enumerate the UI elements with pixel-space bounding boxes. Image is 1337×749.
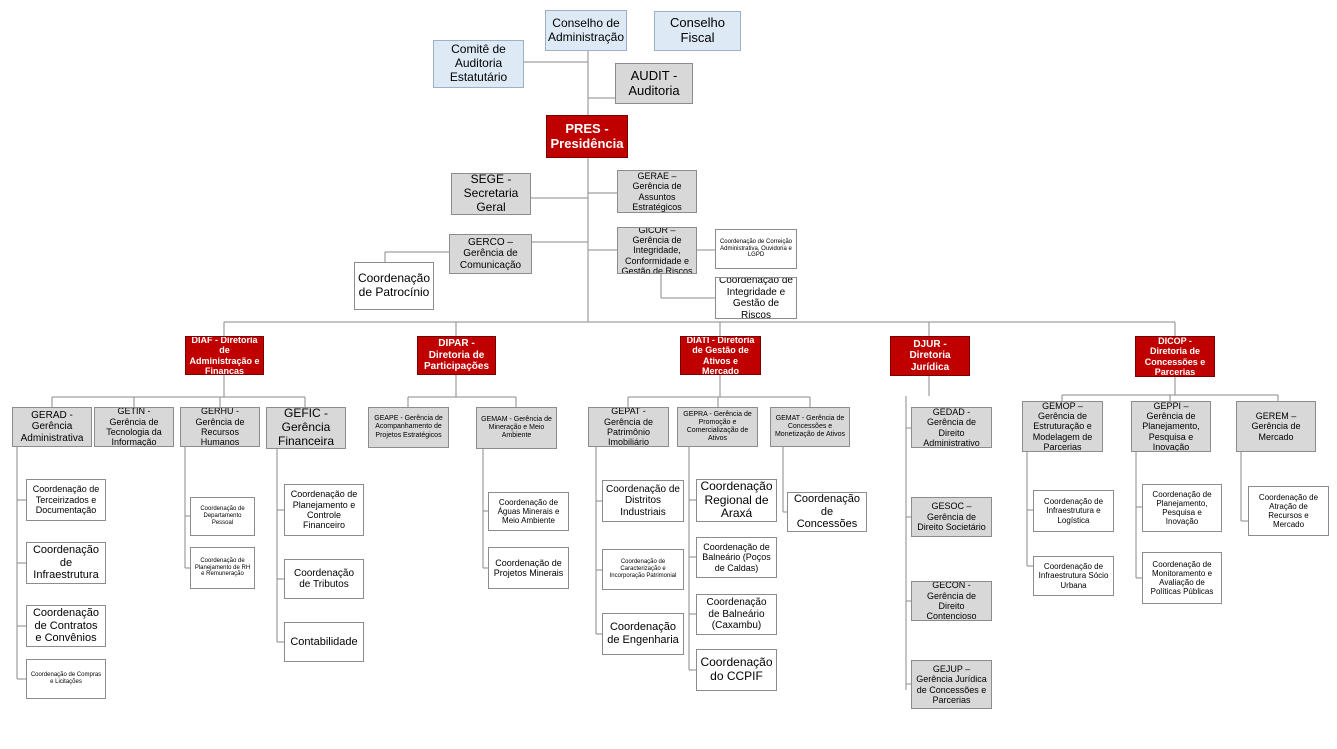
coordenacao-box: Coordenação de Contratos e Convênios [26, 605, 106, 647]
gemop-box: GEMOP – Gerência de Estruturação e Model… [1022, 401, 1103, 452]
coordenacao-box: Coordenação de Infraestrutura [26, 542, 106, 584]
coordenacao-box: Coordenação de Balneário (Poços de Calda… [696, 537, 777, 578]
gicor-box: GICOR – Gerência de Integridade, Conform… [617, 227, 697, 274]
coordenacao-box: Coordenação de Compras e Licitações [26, 659, 106, 699]
coordenacao-integridade-box: Coordenação de Integridade e Gestão de R… [715, 277, 797, 319]
coordenacao-box: Coordenação de Balneário (Caxambu) [696, 594, 777, 635]
coordenacao-patrocinio-box: Coordenação de Patrocínio [354, 262, 434, 310]
gerhu-box: GERHU - Gerência de Recursos Humanos [180, 407, 260, 447]
sege-box: SEGE - Secretaria Geral [451, 173, 531, 215]
gerco-box: GERCO – Gerência de Comunicação [449, 234, 532, 274]
dipar-box: DIPAR - Diretoria de Participações [417, 336, 496, 375]
coordenacao-box: Coordenação de Planejamento e Controle F… [284, 484, 364, 536]
diaf-box: DIAF - Diretoria de Administração e Fina… [185, 336, 264, 375]
comite-auditoria-box: Comitê de Auditoria Estatutário [433, 40, 524, 88]
gerem-box: GEREM – Gerência de Mercado [1236, 401, 1316, 452]
getin-box: GETIN - Gerência de Tecnologia da Inform… [94, 407, 174, 447]
gerae-box: GERAE – Gerência de Assuntos Estratégico… [617, 170, 697, 213]
gesoc-box: GESOC – Gerência de Direito Societário [911, 497, 992, 537]
coordenacao-box: Coordenação de Distritos Industriais [602, 480, 684, 522]
geppi-box: GEPPI – Gerência de Planejamento, Pesqui… [1131, 401, 1211, 452]
audit-box: AUDIT - Auditoria [615, 63, 693, 104]
coordenacao-box: Coordenação Regional de Araxá [696, 479, 777, 522]
dicop-box: DICOP - Diretoria de Concessões e Parcer… [1135, 336, 1215, 377]
coordenacao-box: Coordenação de Departamento Pessoal [190, 497, 255, 536]
coordenacao-box: Coordenação de Monitoramento e Avaliação… [1142, 552, 1222, 604]
geape-box: GEAPE - Gerência de Acompanhamento de Pr… [368, 407, 449, 448]
coordenacao-box: Coordenação de Infraestrutura e Logístic… [1033, 490, 1114, 532]
presidencia-box: PRES - Presidência [546, 115, 628, 158]
coordenacao-box: Coordenação de Projetos Minerais [488, 547, 569, 589]
gedad-box: GEDAD - Gerência de Direito Administrati… [911, 407, 992, 448]
coordenacao-box: Coordenação de Águas Minerais e Meio Amb… [488, 492, 569, 531]
coordenacao-box: Coordenação de Caracterização e Incorpor… [602, 549, 684, 590]
gepra-box: GEPRA - Gerência de Promoção e Comercial… [677, 407, 758, 447]
gemam-box: GEMAM - Gerência de Mineração e Meio Amb… [476, 407, 557, 449]
gepat-box: GEPAT - Gerência de Patrimônio Imobiliár… [588, 407, 669, 447]
gejup-box: GEJUP – Gerência Jurídica de Concessões … [911, 660, 992, 709]
gecon-box: GECON - Gerência de Direito Contencioso [911, 581, 992, 621]
coordenacao-box: Coordenação de Atração de Recursos e Mer… [1248, 486, 1329, 536]
conselho-fiscal-box: Conselho Fiscal [654, 11, 741, 51]
coordenacao-box: Coordenação de Infraestrutura Sócio Urba… [1033, 556, 1114, 596]
coordenacao-box: Coordenação do CCPIF [696, 649, 777, 691]
coordenacao-box: Coordenação de Planejamento de RH e Remu… [190, 547, 255, 589]
diati-box: DIATI - Diretoria de Gestão de Ativos e … [680, 336, 761, 375]
coordenacao-box: Coordenação de Tributos [284, 559, 364, 599]
coordenacao-box: Coordenação de Planejamento, Pesquisa e … [1142, 484, 1222, 532]
conselho-administracao-box: Conselho de Administração [545, 10, 627, 51]
gerad-box: GERAD - Gerência Administrativa [12, 407, 92, 447]
gefic-box: GEFIC - Gerência Financeira [266, 407, 346, 449]
coordenacao-correicao-box: Coordenação de Correição Administrativa,… [715, 229, 797, 269]
gemat-box: GEMAT - Gerência de Concessões e Monetiz… [770, 407, 850, 447]
coordenacao-box: Coordenação de Terceirizados e Documenta… [26, 479, 106, 521]
contabilidade-box: Contabilidade [284, 622, 364, 662]
djur-box: DJUR - Diretoria Jurídica [890, 336, 970, 376]
coordenacao-box: Coordenação de Concessões [787, 492, 867, 532]
coordenacao-box: Coordenação de Engenharia [602, 613, 684, 655]
